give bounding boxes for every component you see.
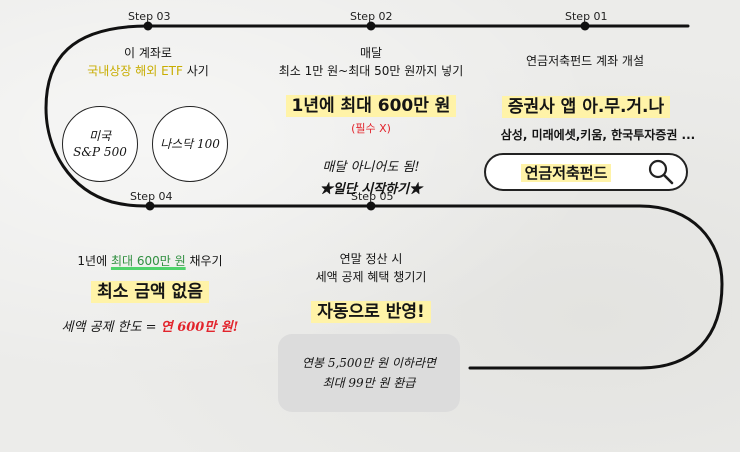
step-02-dot: [366, 21, 376, 31]
step-02-line1: 매달: [359, 46, 383, 60]
step-05-headline: 자동으로 반영!: [311, 301, 431, 323]
fund-search-text: 연금저축펀드: [520, 163, 612, 182]
step-01-label: Step 01: [565, 10, 608, 23]
sp500-label: S&P 500: [73, 145, 127, 159]
step-05-line1: 연말 정산 시: [339, 252, 403, 266]
step-02-label: Step 02: [350, 10, 393, 23]
step-02-hand2: ★일단 시작하기★: [319, 182, 423, 197]
step-01-title: 연금저축펀드 계좌 개설: [525, 54, 645, 68]
step-01-headline: 증권사 앱 아.무.거.나: [501, 96, 671, 118]
refund-box: 연봉 5,500만 원 이하라면 최대 99만 원 환급: [278, 334, 460, 412]
step-04-label: Step 04: [130, 190, 173, 203]
step-05-label: Step 05: [351, 190, 394, 203]
refund-line1: 연봉 5,500만 원 이하라면: [301, 356, 437, 370]
step-04-prefix: 1년에: [77, 254, 111, 268]
step-01-headline-wrap: 증권사 앱 아.무.거.나: [486, 95, 686, 119]
step-03-line2: 국내상장 해외 ETF 사기: [60, 62, 236, 80]
step-04-dot: [145, 201, 155, 211]
step-01-dot: [580, 21, 590, 31]
step-03-text: 이 계좌로 국내상장 해외 ETF 사기: [60, 44, 236, 80]
step-04-suffix: 채우기: [185, 254, 223, 268]
step-04-headline: 최소 금액 없음: [91, 281, 209, 303]
step-02-hand: 매달 아니어도 됨! ★일단 시작하기★: [266, 157, 476, 201]
step-04-line1: 1년에 최대 600만 원 채우기: [40, 252, 260, 270]
refund-line2: 최대 99만 원 환급: [322, 376, 416, 390]
search-icon[interactable]: [646, 157, 676, 187]
fund-search-bar[interactable]: 연금저축펀드: [484, 153, 688, 191]
step-04-hand-red: 연 600만 원!: [160, 320, 239, 335]
step-02-note: (필수 X): [351, 122, 391, 135]
step-05-line2: 세액 공제 혜택 챙기기: [315, 270, 427, 284]
nasdaq-label: 나스닥 100: [160, 137, 220, 151]
step-03-label: Step 03: [128, 10, 171, 23]
step-04-hand-prefix: 세액 공제 한도 =: [61, 320, 161, 335]
step-03-buy: 사기: [182, 64, 209, 78]
step-02-text: 매달 최소 1만 원~최대 50만 원까지 넣기: [266, 44, 476, 80]
step-04-headline-wrap: 최소 금액 없음: [40, 280, 260, 304]
step-01-brokers: 삼성, 미래에셋,키움, 한국투자증권 ...: [500, 128, 696, 142]
step-03-line1: 이 계좌로: [124, 46, 172, 60]
step-02-hand1: 매달 아니어도 됨!: [322, 160, 420, 175]
step-04-highlight: 최대 600만 원: [110, 254, 186, 268]
step-05-text: 연말 정산 시 세액 공제 혜택 챙기기: [270, 250, 472, 286]
step-04-hand: 세액 공제 한도 = 연 600만 원!: [18, 316, 282, 335]
step-03-dot: [143, 21, 153, 31]
step-05-dot: [366, 201, 376, 211]
sp500-country: 미국: [88, 129, 112, 143]
step-02-headline: 1년에 최대 600만 원: [285, 95, 457, 117]
nasdaq-circle: 나스닥 100: [152, 106, 228, 182]
step-05-headline-wrap: 자동으로 반영!: [270, 300, 472, 324]
sp500-circle: 미국 S&P 500: [62, 106, 138, 182]
fund-search-text-wrap: 연금저축펀드: [486, 162, 646, 183]
step-02-line2: 최소 1만 원~최대 50만 원까지 넣기: [278, 64, 464, 78]
step-02-headline-wrap: 1년에 최대 600만 원: [266, 94, 476, 118]
step-03-etf: 국내상장 해외 ETF: [87, 64, 183, 78]
